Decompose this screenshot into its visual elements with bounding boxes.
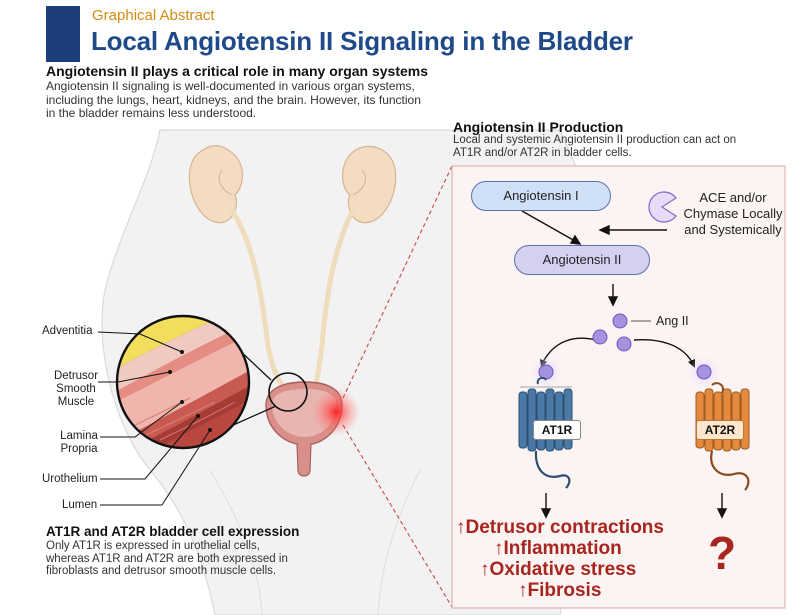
page-title: Local Angiotensin II Signaling in the Bl… [91, 26, 633, 56]
unknown-effect-question-mark: ? [708, 527, 737, 579]
header-accent-bar [46, 6, 80, 62]
angiotensin-i-node: Angiotensin I [471, 181, 611, 211]
effect-detrusor-contractions: ↑Detrusor contractions [456, 517, 664, 538]
expression-heading: AT1R and AT2R bladder cell expression [46, 524, 300, 539]
at2r-label: AT2R [696, 420, 744, 440]
at1r-label: AT1R [533, 420, 581, 440]
expression-body: Only AT1R is expressed in urothelial cel… [46, 540, 288, 577]
label-lamina-propria: Lamina Propria [60, 430, 98, 455]
enzyme-icon [648, 191, 677, 223]
ang-ii-molecules [592, 313, 632, 352]
pathway-panel [451, 165, 786, 609]
label-urothelium: Urothelium [42, 473, 98, 485]
effect-inflammation: ↑Inflammation [494, 538, 622, 559]
production-heading: Angiotensin II Production [453, 119, 624, 135]
label-detrusor: Detrusor Smooth Muscle [53, 370, 99, 408]
label-adventitia: Adventitia [42, 325, 93, 337]
ace-chymase-label: ACE and/or Chymase Locally and Systemica… [683, 190, 783, 237]
intro-heading: Angiotensin II plays a critical role in … [46, 63, 429, 79]
intro-body: Angiotensin II signaling is well-documen… [46, 79, 421, 120]
effect-fibrosis: ↑Fibrosis [518, 580, 602, 601]
effect-oxidative-stress: ↑Oxidative stress [480, 559, 637, 580]
ang-ii-label: Ang II [656, 314, 689, 328]
magnifier-small-circle [268, 372, 308, 412]
angiotensin-ii-node: Angiotensin II [514, 245, 650, 275]
signal-glow [312, 388, 360, 436]
header-kicker: Graphical Abstract [92, 7, 215, 24]
label-lumen: Lumen [62, 499, 98, 511]
production-body: Local and systemic Angiotensin II produc… [453, 134, 737, 159]
